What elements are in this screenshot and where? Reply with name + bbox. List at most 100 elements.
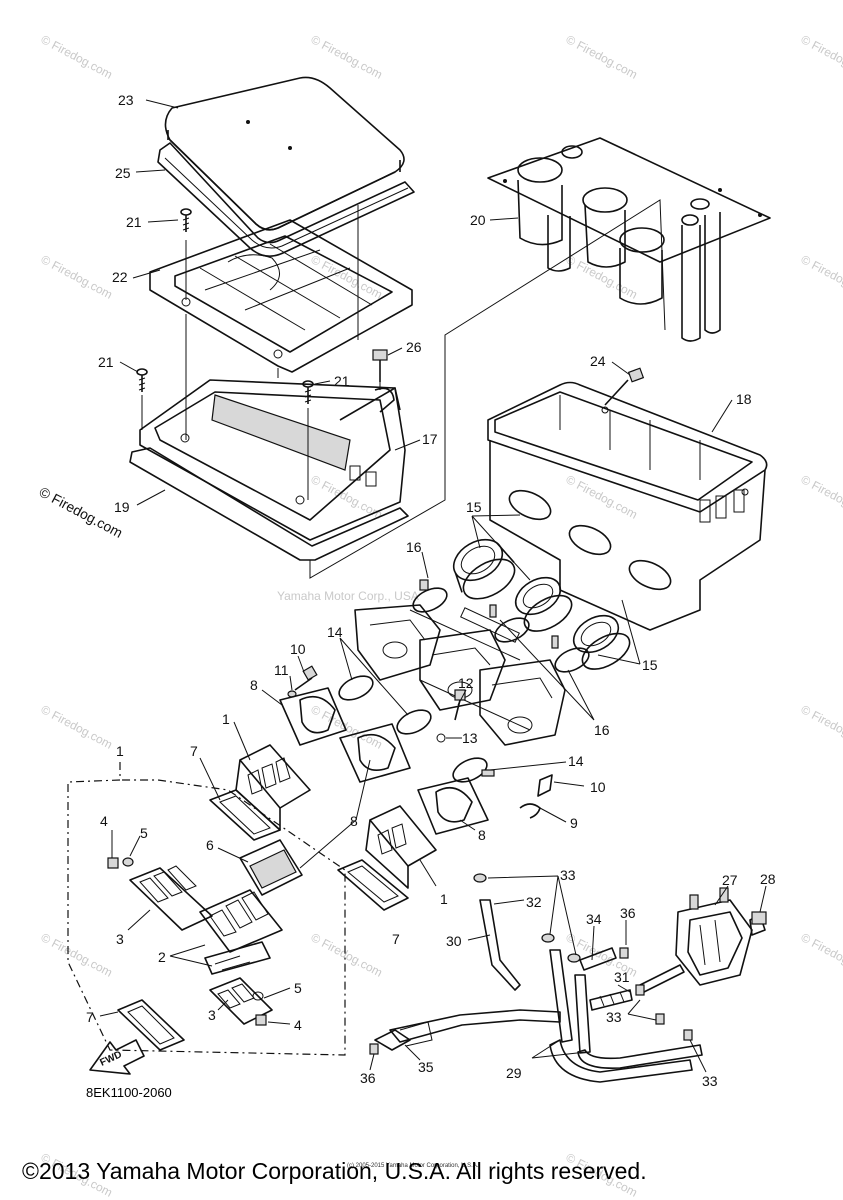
callout: 31 bbox=[614, 969, 630, 985]
diagram-code: 8EK1100-2060 bbox=[86, 1085, 172, 1100]
air-box-cover bbox=[164, 76, 405, 231]
hose-clips bbox=[369, 873, 693, 1055]
callout: 30 bbox=[446, 933, 462, 949]
callout: 32 bbox=[526, 894, 542, 910]
watermark: © Firedog.com bbox=[39, 252, 115, 301]
watermark: © Firedog.com bbox=[564, 32, 640, 81]
watermark: © Firedog.com bbox=[309, 930, 385, 979]
watermark: © Firedog.com bbox=[39, 702, 115, 751]
callout: 21 bbox=[334, 373, 350, 389]
watermark: © Firedog.com bbox=[39, 32, 115, 81]
callout: 23 bbox=[118, 92, 134, 108]
callout: 36 bbox=[620, 905, 636, 921]
callout: 6 bbox=[206, 837, 214, 853]
callout: 33 bbox=[560, 867, 576, 883]
screw-21-top bbox=[180, 208, 192, 232]
callout: 7 bbox=[86, 1009, 94, 1025]
callout: 8 bbox=[250, 677, 258, 693]
callout: 7 bbox=[190, 743, 198, 759]
callout: 28 bbox=[760, 871, 776, 887]
air-box-lower bbox=[139, 379, 406, 541]
fuel-hoses bbox=[374, 899, 703, 1083]
base-gasket bbox=[129, 447, 409, 561]
callout: 15 bbox=[642, 657, 658, 673]
callout: 2 bbox=[158, 949, 166, 965]
callout: 1 bbox=[116, 743, 124, 759]
callout: 35 bbox=[418, 1059, 434, 1075]
callout: 3 bbox=[116, 931, 124, 947]
footer-small-print: (c) 2005-2015 Yamaha Motor Corporation, … bbox=[347, 1163, 479, 1169]
intake-top-plate bbox=[487, 137, 771, 263]
watermark: © Firedog.com bbox=[564, 472, 640, 521]
callout: 14 bbox=[327, 624, 343, 640]
copyright-footer: ©2013 Yamaha Motor Corporation, U.S.A. A… bbox=[22, 1158, 647, 1184]
callout: 13 bbox=[462, 730, 478, 746]
callout: 26 bbox=[406, 339, 422, 355]
air-box-frame bbox=[149, 219, 413, 373]
fuel-pump bbox=[675, 887, 767, 986]
watermark: © Firedog.com bbox=[309, 472, 385, 521]
air-box-housing bbox=[487, 381, 768, 631]
callout: 11 bbox=[274, 662, 289, 678]
callout: 9 bbox=[570, 815, 578, 831]
callout: 19 bbox=[114, 499, 130, 515]
leader-lines bbox=[99, 99, 767, 1073]
reed-assembly-group bbox=[67, 762, 346, 1056]
watermark: © Firedog.com bbox=[564, 252, 640, 301]
callout: 21 bbox=[98, 354, 114, 370]
callout: 16 bbox=[594, 722, 610, 738]
callout: 15 bbox=[466, 499, 482, 515]
callout: 25 bbox=[115, 165, 131, 181]
callout: 12 bbox=[458, 675, 474, 691]
callout: 7 bbox=[392, 931, 400, 947]
callout: 36 bbox=[360, 1070, 376, 1086]
callout: 10 bbox=[290, 641, 306, 657]
joint-clamps bbox=[412, 579, 590, 673]
intake-tubes bbox=[517, 179, 721, 342]
screw-21-left bbox=[136, 368, 148, 392]
callout: 29 bbox=[506, 1065, 522, 1081]
assembly-lines bbox=[141, 199, 666, 579]
watermark: © Firedog.com bbox=[799, 930, 843, 979]
intake-manifolds bbox=[279, 687, 489, 835]
callout: 21 bbox=[126, 214, 142, 230]
callout: 33 bbox=[702, 1073, 718, 1089]
callout: 34 bbox=[586, 911, 602, 927]
carburetor-bank bbox=[354, 604, 566, 746]
watermark-center: Yamaha Motor Corp., USA bbox=[277, 589, 419, 603]
watermark: © Firedog.com bbox=[799, 32, 843, 81]
bolt-24 bbox=[604, 367, 645, 406]
callout: 14 bbox=[568, 753, 584, 769]
callout: 5 bbox=[294, 980, 302, 996]
watermark: © Firedog.com bbox=[39, 930, 115, 979]
callout: 3 bbox=[208, 1007, 216, 1023]
callout: 27 bbox=[722, 872, 738, 888]
callout: 24 bbox=[590, 353, 606, 369]
callout: 17 bbox=[422, 431, 438, 447]
callout-labels: 23 25 21 22 21 21 26 20 24 18 17 19 16 1… bbox=[86, 92, 776, 1089]
watermark: © Firedog.com bbox=[799, 472, 843, 521]
callout: 20 bbox=[470, 212, 486, 228]
fwd-arrow: FWD bbox=[89, 1039, 145, 1075]
watermark: © Firedog.com bbox=[309, 702, 385, 751]
callout: 5 bbox=[140, 825, 148, 841]
watermark: © Firedog.com bbox=[799, 252, 843, 301]
carb-joints bbox=[452, 538, 631, 670]
brand-stamp: © Firedog.com bbox=[37, 484, 126, 541]
callout: 18 bbox=[736, 391, 752, 407]
callout: 16 bbox=[406, 539, 422, 555]
callout: 1 bbox=[440, 891, 448, 907]
callout: 8 bbox=[350, 813, 358, 829]
callout: 8 bbox=[478, 827, 486, 843]
watermark-layer: © Firedog.com © Firedog.com © Firedog.co… bbox=[37, 32, 843, 1199]
callout: 1 bbox=[222, 711, 230, 727]
reed-valves bbox=[235, 744, 437, 889]
callout: 4 bbox=[100, 813, 108, 829]
callout: 4 bbox=[294, 1017, 302, 1033]
callout: 10 bbox=[590, 779, 606, 795]
callout: 22 bbox=[112, 269, 128, 285]
reed-gaskets bbox=[117, 789, 409, 1051]
watermark: © Firedog.com bbox=[309, 252, 385, 301]
cover-gasket bbox=[157, 142, 415, 257]
